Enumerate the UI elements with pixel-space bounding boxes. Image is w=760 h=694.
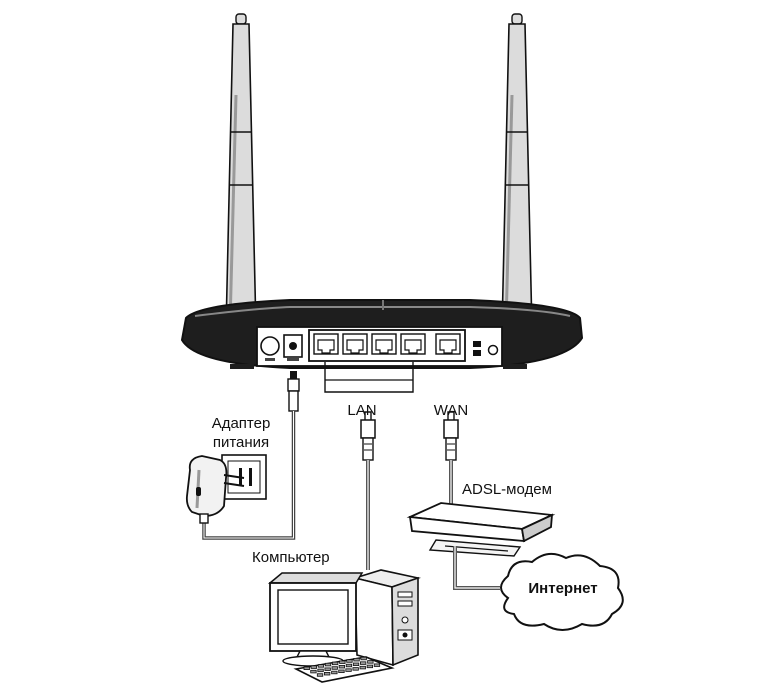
lan-ports: [313, 333, 426, 355]
power-adapter-label-line1: Адаптер: [211, 415, 271, 432]
antenna-right: [501, 13, 533, 337]
internet-cloud-icon: [500, 552, 624, 631]
router: [180, 299, 584, 369]
lan-port-1: [313, 333, 339, 355]
adsl-modem-label: ADSL-модем: [462, 481, 552, 498]
internet-label: Интернет: [528, 580, 598, 597]
wan-port-1: [435, 333, 461, 355]
power-adapter-label: Адаптер питания: [196, 414, 286, 452]
lan-port-3: [371, 333, 397, 355]
wifi-switch-icon: [473, 350, 481, 356]
power-cable: [202, 371, 300, 540]
computer-label: Компьютер: [252, 549, 330, 566]
power-adapter: [185, 454, 267, 524]
wps-button-icon: [473, 341, 481, 347]
wan-label: WAN: [433, 402, 469, 419]
power-adapter-label-line2: питания: [212, 434, 270, 451]
lan-bracket: [324, 362, 414, 393]
wan-port: [435, 333, 461, 355]
adsl-modem: [406, 502, 556, 557]
reset-button-icon: [487, 344, 499, 356]
rj45-plug-wan-icon: [443, 419, 459, 439]
lan-label: LAN: [347, 402, 377, 419]
lan-port-2: [342, 333, 368, 355]
lan-cable: [360, 411, 376, 570]
wan-cable: [443, 411, 459, 505]
lan-port-4: [400, 333, 426, 355]
power-button-icon: [260, 336, 280, 356]
computer: [267, 569, 421, 683]
rj45-plug-lan-icon: [360, 419, 376, 439]
antenna-left: [225, 13, 259, 337]
